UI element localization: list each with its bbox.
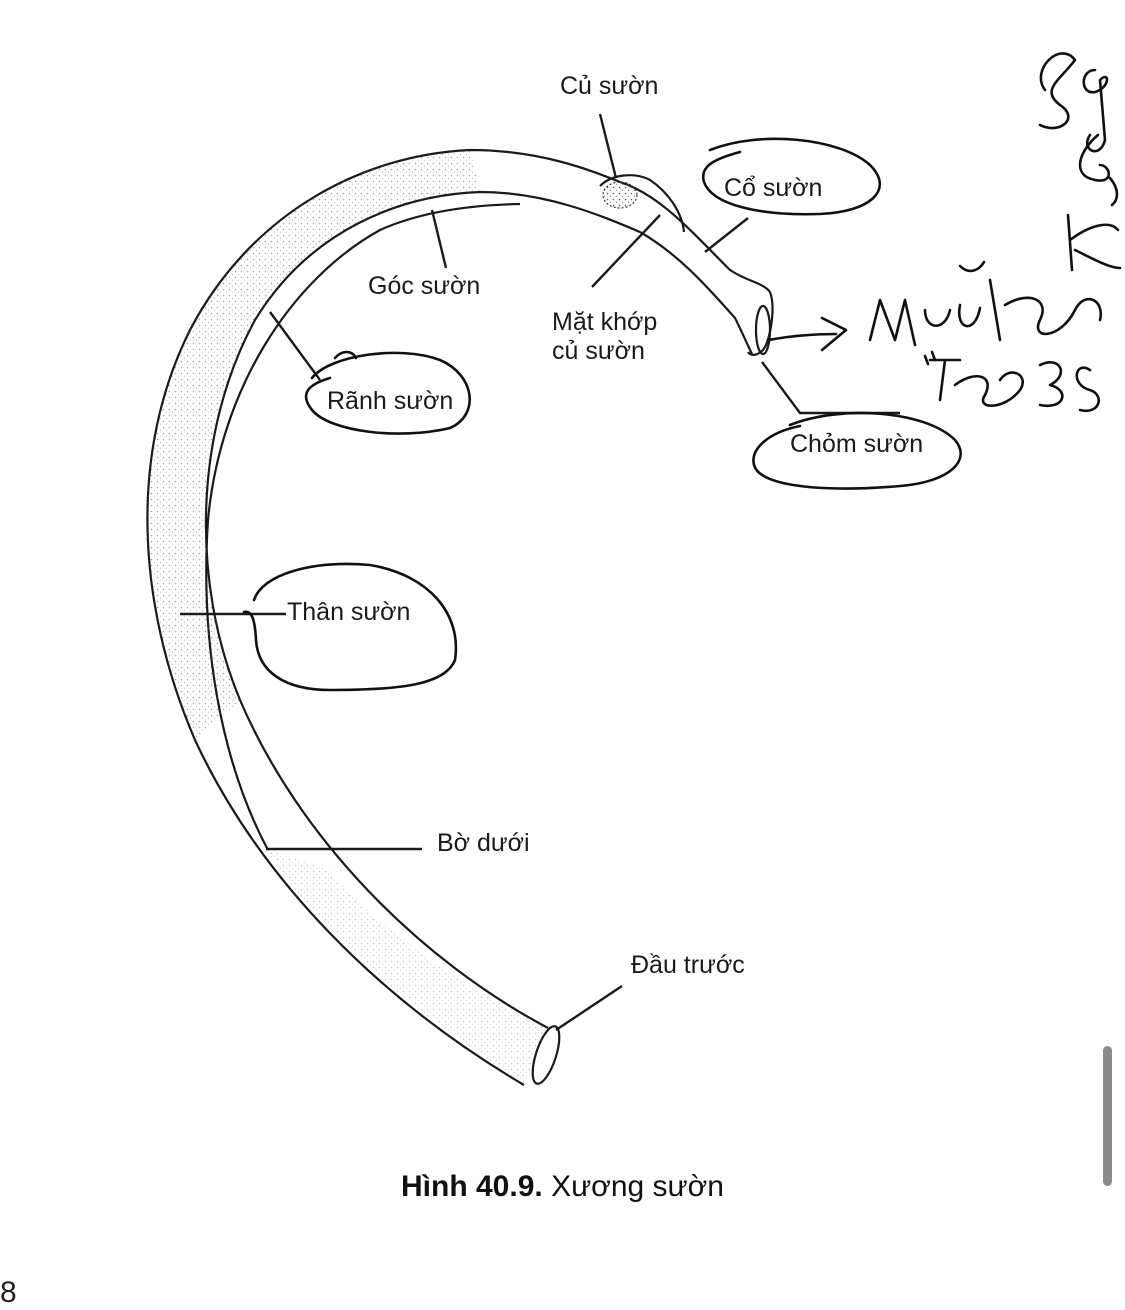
hand-scribble-5 [928,358,1100,413]
leader-mat-khop [591,214,661,288]
figure-caption: Hình 40.9. Xương sườn [0,1170,1125,1204]
label-chom-suon: Chỏm sườn [790,430,924,458]
hand-scribble-1 [1038,52,1077,130]
label-mat-khop-line1: Mặt khớp [552,308,658,336]
leader-chom-suon [761,361,900,415]
page-number: 8 [0,1276,17,1309]
rib-shading [147,150,480,740]
hand-circle-co-suon [701,137,882,216]
hand-scribble-4 [868,278,1103,347]
vertical-scrollbar[interactable] [1103,1046,1112,1186]
label-mat-khop-cu-suon: Mặt khớp củ sườn [552,308,657,366]
leader-goc-suon [430,209,448,269]
leader-dau-truoc [555,985,623,1031]
hand-circle-chom-suon [752,411,962,490]
hand-scribble-3 [1066,213,1122,272]
leader-co-suon [704,217,749,253]
label-mat-khop-line2: củ sườn [552,336,645,365]
label-than-suon: Thân sườn [287,598,411,626]
label-co-suon: Cổ sườn [724,174,823,202]
hand-circle-than-suon [242,562,458,692]
leader-cu-suon [598,113,618,179]
caption-number: Hình 40.9. [401,1170,543,1203]
hand-circle-ranh-suon [304,351,471,435]
leader-ranh-suon [269,311,321,381]
rib-shading-anterior [268,850,548,1085]
label-cu-suon: Củ sườn [560,72,659,100]
label-goc-suon: Góc sườn [368,272,481,300]
label-ranh-suon: Rãnh sườn [327,387,454,415]
hand-scribble-2 [1078,133,1119,207]
hand-arrow [766,316,848,352]
label-dau-truoc: Đầu trước [631,951,745,979]
caption-title: Xương sườn [551,1170,724,1203]
handwritten-annotations [242,52,1122,692]
label-bo-duoi: Bờ dưới [437,829,530,857]
